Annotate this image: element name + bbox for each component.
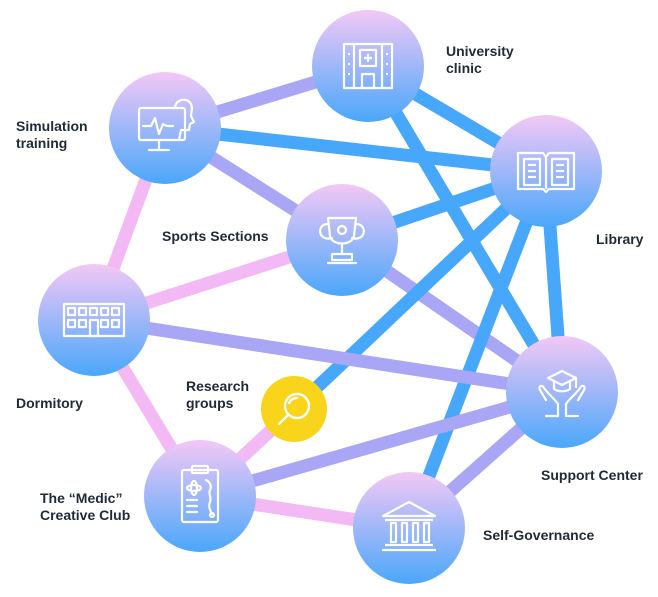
edge-library-to-research-groups [289, 166, 551, 414]
label-simulation-training: Simulation training [16, 118, 88, 151]
edge-simulation-training-to-library [164, 121, 547, 178]
label-sports-sections: Sports Sections [162, 228, 269, 244]
node-sports-sections [286, 184, 398, 296]
label-library: Library [596, 231, 644, 247]
graduation-hands-icon [538, 369, 586, 418]
monitor-heartbeat-icon [137, 98, 196, 152]
label-dormitory: Dormitory [16, 395, 83, 411]
label-medic-creative-club: The “Medic” Creative Club [40, 490, 131, 523]
open-book-icon [516, 151, 576, 194]
edge-university-clinic-to-support-center [362, 62, 568, 396]
label-self-governance: Self-Governance [483, 527, 595, 543]
node-simulation-training [109, 72, 221, 184]
edge-dormitory-to-support-center [93, 313, 563, 399]
magnifier-icon [277, 392, 311, 426]
label-research-groups: Research groups [186, 378, 250, 411]
node-research-groups [261, 376, 327, 442]
edge-medic-creative-club-to-support-center [198, 385, 564, 503]
building-icon [62, 302, 126, 338]
hospital-icon [342, 42, 394, 90]
edge-library-to-self-governance [402, 168, 553, 531]
clipboard-icon [180, 464, 220, 524]
government-building-icon [381, 500, 437, 552]
trophy-icon [319, 216, 365, 265]
node-self-governance [353, 472, 465, 584]
label-university-clinic: University clinic [446, 43, 514, 76]
node-medic-creative-club [144, 440, 256, 552]
label-support-center: Support Center [541, 467, 643, 483]
